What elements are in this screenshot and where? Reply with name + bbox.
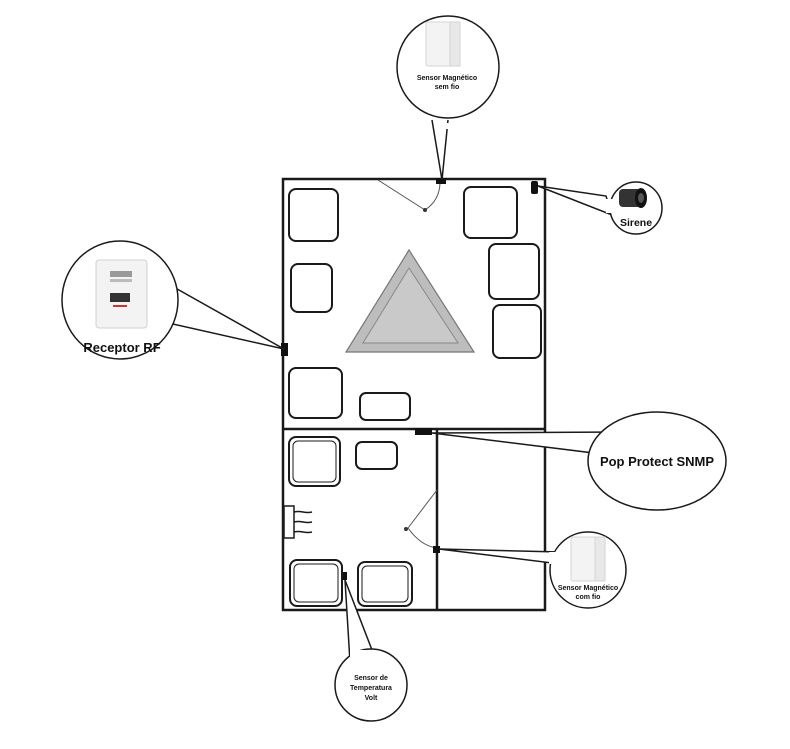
rack-cabinet bbox=[288, 436, 341, 487]
rack-cabinet bbox=[359, 392, 411, 421]
pop-protect-mark bbox=[415, 428, 432, 435]
rack-cabinet bbox=[492, 304, 542, 359]
top-door-swing bbox=[377, 179, 426, 211]
center-triangle bbox=[344, 248, 476, 353]
wired-sensor-label: Sensor Magnético bbox=[558, 585, 618, 592]
callout-pop-protect: Pop Protect SNMP bbox=[431, 411, 727, 511]
siren-mark bbox=[531, 181, 538, 194]
callout-wireless-sensor: Sensor Magnético sem fio bbox=[396, 15, 500, 181]
temperature-label-1: Sensor de bbox=[354, 675, 388, 682]
rack-cabinet bbox=[488, 243, 540, 300]
heater-icon bbox=[283, 505, 313, 539]
rack-cabinets bbox=[288, 186, 542, 607]
rack-inner-outlines bbox=[292, 440, 409, 603]
doors bbox=[377, 179, 441, 549]
inner-door-arc bbox=[407, 527, 437, 549]
inner-door-swing bbox=[407, 489, 438, 529]
rack-cabinet bbox=[288, 188, 339, 242]
magnetic-sensor-icon bbox=[570, 536, 606, 582]
outer-wall bbox=[281, 177, 547, 612]
temperature-label-2: Temperatura bbox=[350, 685, 392, 692]
callout-siren: Sirene bbox=[537, 181, 663, 235]
temperature-sensor-mark bbox=[343, 572, 347, 580]
wireless-sensor-label-2: sem fio bbox=[435, 84, 460, 91]
rack-cabinet bbox=[357, 561, 413, 607]
inner-door-knob bbox=[404, 527, 408, 531]
wired-sensor-mark bbox=[433, 546, 440, 553]
rf-receiver-label: Receptor RF bbox=[83, 340, 160, 355]
callout-temperature-sensor: Sensor de Temperatura Volt bbox=[334, 579, 408, 722]
building-walls bbox=[281, 177, 547, 612]
wired-sensor-label-2: com fio bbox=[576, 594, 601, 601]
rack-cabinet bbox=[463, 186, 518, 239]
rack-cabinet bbox=[288, 367, 343, 419]
top-door-knob bbox=[423, 208, 427, 212]
callout-wired-sensor: Sensor Magnético com fio bbox=[438, 531, 627, 609]
callout-rf-receiver: Receptor RF bbox=[61, 240, 285, 360]
magnetic-sensor-icon bbox=[425, 21, 461, 67]
rf-receiver-icon bbox=[95, 259, 148, 329]
rack-cabinet bbox=[289, 559, 343, 607]
wireless-sensor-label: Sensor Magnético bbox=[417, 75, 477, 82]
sensor-marks bbox=[281, 178, 538, 580]
rack-cabinet bbox=[355, 441, 398, 470]
rack-cabinet bbox=[290, 263, 333, 313]
wireless-sensor-mark bbox=[436, 178, 446, 184]
pop-protect-label: Pop Protect SNMP bbox=[600, 454, 714, 469]
siren-label: Sirene bbox=[620, 217, 652, 229]
siren-icon bbox=[619, 188, 647, 208]
top-door-arc bbox=[424, 181, 441, 211]
rf-receiver-mark bbox=[281, 343, 288, 356]
temperature-label-3: Volt bbox=[365, 695, 378, 702]
